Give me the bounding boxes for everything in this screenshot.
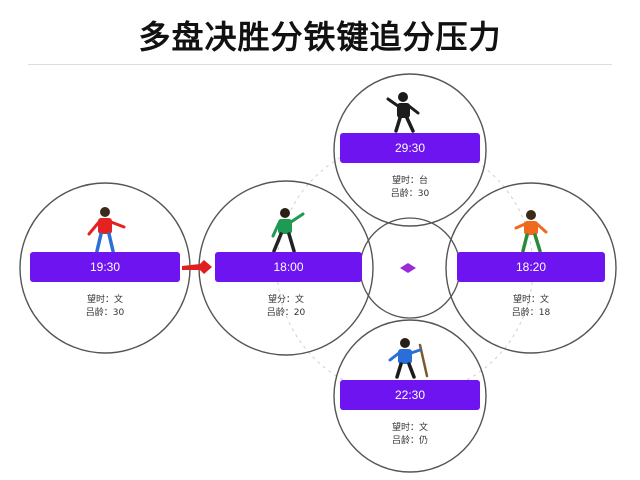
- info-left-line1: 望时：文: [86, 295, 123, 305]
- node-circle-right: [445, 182, 617, 354]
- info-left-line2: 吕龄：30: [85, 308, 125, 318]
- page-title: 多盘决胜分铁键追分压力: [138, 18, 502, 56]
- info-bottom-line2: 吕龄：仍: [391, 436, 428, 446]
- player-right-icon: [514, 210, 548, 253]
- time-right: 18:20: [515, 260, 547, 274]
- time-top: 29:30: [394, 141, 426, 155]
- info-center-line2: 吕龄：20: [266, 308, 306, 318]
- time-bar-bottom: 22:30: [340, 380, 480, 410]
- player-top-icon: [386, 92, 420, 133]
- purple-connector-icon: [400, 263, 416, 273]
- time-bottom: 22:30: [394, 388, 426, 402]
- player-bottom-icon: [388, 338, 429, 379]
- time-bar-top: 29:30: [340, 133, 480, 163]
- info-center: 望分：文 吕龄：20: [231, 294, 341, 320]
- title-divider: [28, 64, 612, 65]
- node-circle-top: [333, 73, 487, 227]
- info-right-line2: 吕龄：18: [511, 308, 551, 318]
- info-left: 望时：文 吕龄：30: [50, 294, 160, 320]
- time-center: 18:00: [273, 260, 304, 274]
- info-bottom: 望时：文 吕龄：仍: [355, 422, 465, 448]
- info-top-line2: 吕龄：30: [390, 189, 430, 199]
- node-circle-bottom: [333, 319, 487, 473]
- info-center-line1: 望分：文: [267, 295, 304, 305]
- info-right-line1: 望时：文: [512, 295, 549, 305]
- time-left: 19:30: [89, 260, 121, 274]
- red-arrow-icon: [182, 260, 212, 274]
- time-bar-right: 18:20: [457, 252, 605, 282]
- player-left-icon: [87, 207, 126, 253]
- info-bottom-line1: 望时：文: [391, 423, 428, 433]
- time-bar-center: 18:00: [215, 252, 362, 282]
- info-top-line1: 望时：台: [391, 176, 428, 186]
- time-bar-left: 19:30: [30, 252, 180, 282]
- player-center-icon: [271, 208, 305, 253]
- info-top: 望时：台 吕龄：30: [355, 175, 465, 201]
- info-right: 望时：文 吕龄：18: [476, 294, 586, 320]
